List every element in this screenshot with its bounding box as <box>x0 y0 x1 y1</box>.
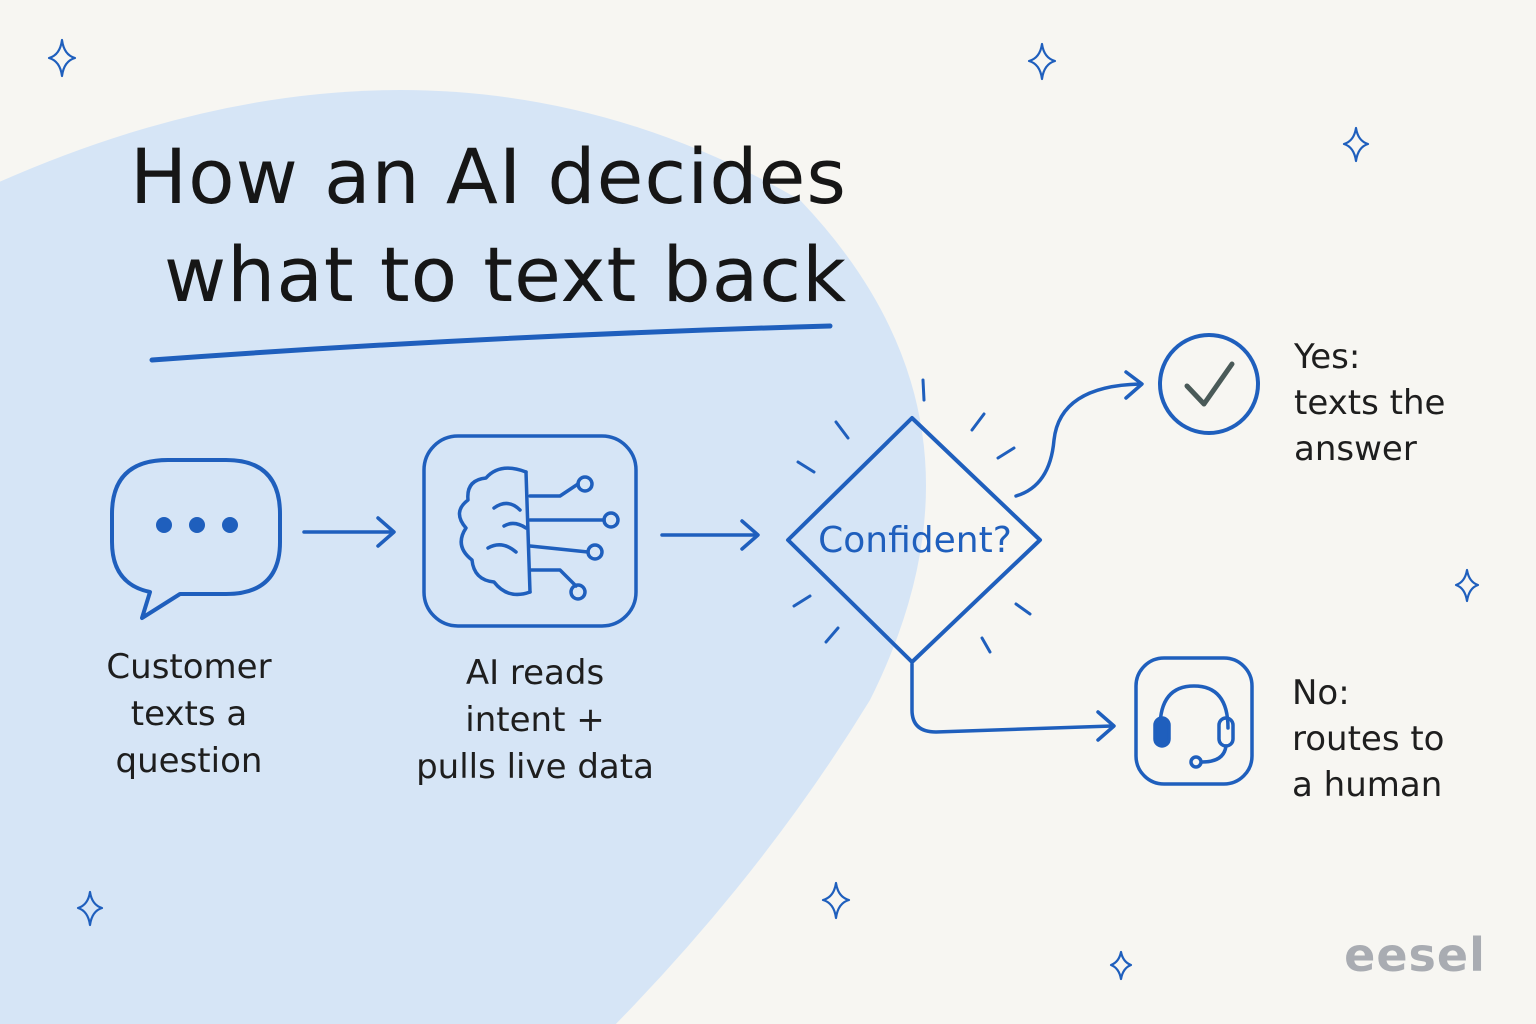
yes-label-line-2: texts the <box>1294 383 1446 423</box>
emphasis-ticks <box>792 378 1032 654</box>
customer-label-line-2: texts a <box>130 694 248 734</box>
speech-bubble-icon <box>110 458 282 620</box>
brand-logo: eesel <box>1344 928 1486 982</box>
ai-label-line-2: intent + <box>465 700 605 740</box>
decision-label: Confident? <box>818 520 1012 561</box>
yes-outcome-label: Yes: texts the answer <box>1294 334 1514 472</box>
no-label-line-2: routes to <box>1292 719 1445 759</box>
ai-label-line-1: AI reads <box>465 653 605 693</box>
no-label-line-3: a human <box>1292 765 1443 805</box>
arrow-customer-to-ai <box>302 516 396 548</box>
ai-label-line-3: pulls live data <box>416 747 654 787</box>
decision-diamond <box>786 416 1042 664</box>
no-label-line-1: No: <box>1292 673 1350 713</box>
sparkle-icon <box>1027 42 1057 81</box>
sparkle-icon <box>1342 126 1370 163</box>
arrow-yes <box>1014 370 1144 498</box>
sparkle-icon <box>47 38 77 78</box>
headset-icon <box>1134 656 1254 786</box>
title-line-1: How an AI decides <box>130 132 847 221</box>
customer-label-line-1: Customer <box>106 647 272 687</box>
brain-circuit-icon <box>422 434 638 628</box>
arrow-ai-to-decision <box>660 519 760 551</box>
customer-label-line-3: question <box>115 741 263 781</box>
checkmark-icon <box>1158 333 1260 435</box>
sparkle-icon <box>76 890 104 927</box>
no-outcome-label: No: routes to a human <box>1292 670 1512 808</box>
arrow-no <box>910 662 1116 742</box>
background-blob <box>0 90 927 1024</box>
ai-step-label: AI reads intent + pulls live data <box>400 650 670 791</box>
title-underline <box>149 323 833 363</box>
sparkle-icon <box>1454 568 1480 603</box>
sparkle-icon <box>821 881 851 920</box>
yes-label-line-3: answer <box>1294 429 1417 469</box>
sparkle-icon <box>1109 950 1133 981</box>
page-title: How an AI decides what to text back <box>130 128 910 324</box>
title-line-2: what to text back <box>164 230 848 319</box>
yes-label-line-1: Yes: <box>1294 337 1361 377</box>
customer-step-label: Customer texts a question <box>84 644 294 785</box>
